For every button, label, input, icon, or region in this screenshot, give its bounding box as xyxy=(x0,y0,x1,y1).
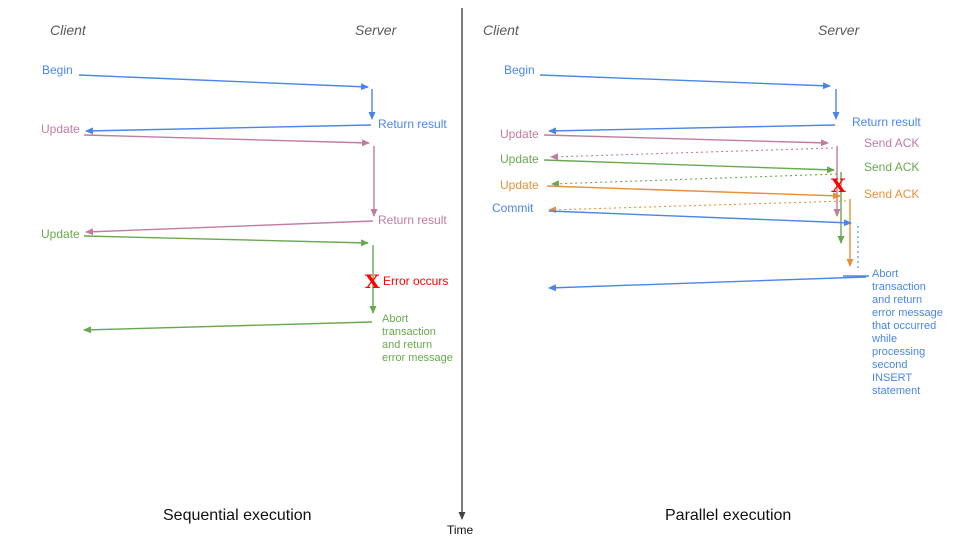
right-return-result-arrow xyxy=(548,124,836,135)
left-return-result-1-label: Return result xyxy=(378,117,447,131)
right-abort-line-1: Abort xyxy=(872,268,898,280)
left-abort-arrow xyxy=(83,321,373,334)
left-abort-line-2: transaction xyxy=(382,326,436,338)
left-begin-label: Begin xyxy=(42,63,73,77)
right-abort-arrow xyxy=(548,276,867,292)
right-abort-line-10: statement xyxy=(872,385,920,397)
left-update-1-label: Update xyxy=(41,122,80,136)
right-panel-title: Parallel execution xyxy=(665,507,791,524)
right-abort-line-5: that occurred xyxy=(872,320,936,332)
left-update-1-arrow xyxy=(83,134,370,147)
left-error-x-icon: X xyxy=(365,271,380,293)
left-error-label: Error occurs xyxy=(383,274,448,288)
right-update-2-arrow xyxy=(543,159,835,174)
right-update-2-label: Update xyxy=(500,152,539,166)
right-client-header: Client xyxy=(483,22,520,38)
left-update-2-arrow xyxy=(83,235,369,247)
left-return-result-2-arrow xyxy=(85,220,374,236)
left-abort-line-4: error message xyxy=(382,352,453,364)
right-send-ack-2-arrow xyxy=(551,173,838,188)
right-update-3-label: Update xyxy=(500,178,539,192)
right-begin-arrow xyxy=(539,74,831,90)
right-send-ack-3-label: Send ACK xyxy=(864,187,919,201)
left-client-header: Client xyxy=(50,22,87,38)
right-send-ack-2-label: Send ACK xyxy=(864,160,919,174)
right-abort-line-3: and return xyxy=(872,294,922,306)
left-abort-message: Abort transaction and return error messa… xyxy=(382,313,453,364)
right-abort-line-8: second xyxy=(872,359,907,371)
left-server-header: Server xyxy=(355,22,398,38)
left-abort-line-1: Abort xyxy=(382,313,408,325)
right-update-3-arrow xyxy=(546,185,841,200)
right-return-result-label: Return result xyxy=(852,115,921,129)
left-abort-line-3: and return xyxy=(382,339,432,351)
right-abort-message: Abort transaction and return error messa… xyxy=(871,268,943,397)
left-return-result-2-label: Return result xyxy=(378,213,447,227)
time-axis: Time xyxy=(447,8,474,537)
sequential-panel: Client Server Begin Return result Update… xyxy=(41,22,453,524)
right-abort-line-2: transaction xyxy=(872,281,926,293)
right-commit-label: Commit xyxy=(492,201,534,215)
right-send-ack-3-arrow xyxy=(548,200,847,214)
parallel-panel: Client Server Begin Return result Update… xyxy=(483,22,943,524)
left-begin-arrow xyxy=(78,74,369,91)
right-abort-line-7: processing xyxy=(872,346,925,358)
right-send-ack-1-arrow xyxy=(550,147,834,161)
right-error-x-icon: X xyxy=(831,175,846,197)
left-return-result-1-arrow xyxy=(85,124,372,135)
left-update-2-label: Update xyxy=(41,227,80,241)
right-update-1-label: Update xyxy=(500,127,539,141)
right-commit-arrow xyxy=(548,210,852,227)
time-axis-label: Time xyxy=(447,523,474,537)
right-abort-line-6: while xyxy=(871,333,897,345)
right-send-ack-1-label: Send ACK xyxy=(864,136,919,150)
right-begin-label: Begin xyxy=(504,63,535,77)
right-abort-line-4: error message xyxy=(872,307,943,319)
right-abort-line-9: INSERT xyxy=(872,372,912,384)
left-panel-title: Sequential execution xyxy=(163,507,312,524)
right-server-header: Server xyxy=(818,22,861,38)
right-update-1-arrow xyxy=(543,134,829,147)
